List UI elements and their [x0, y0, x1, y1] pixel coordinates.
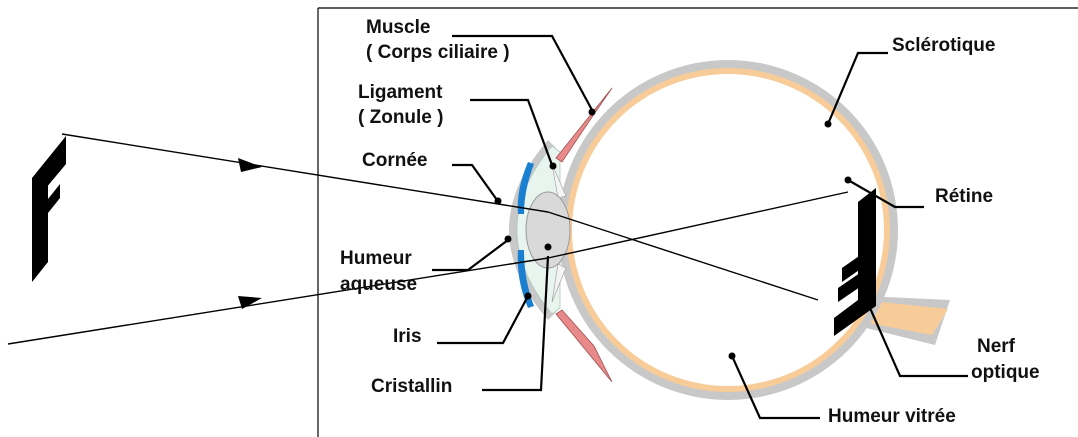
- label-ligament: Ligament: [358, 82, 443, 103]
- label-muscle: Muscle: [366, 17, 430, 38]
- label-cornee: Cornée: [362, 150, 427, 171]
- vitreous-body: [572, 74, 884, 386]
- label-zonule: ( Zonule ): [358, 107, 443, 128]
- label-iris: Iris: [393, 326, 422, 347]
- label-corps-ciliaire: ( Corps ciliaire ): [366, 42, 510, 63]
- label-cristallin: Cristallin: [371, 376, 452, 397]
- label-humeur: Humeur: [340, 248, 412, 269]
- label-nerf: Nerf: [977, 336, 1016, 357]
- label-humeur-vitree: Humeur vitrée: [828, 406, 956, 427]
- label-sclerotique: Sclérotique: [892, 35, 995, 56]
- ray-arrow-lower: [238, 296, 262, 309]
- label-retine: Rétine: [935, 186, 993, 207]
- label-optique: optique: [971, 362, 1040, 383]
- object-f: [32, 136, 66, 282]
- label-aqueuse: aqueuse: [340, 274, 417, 295]
